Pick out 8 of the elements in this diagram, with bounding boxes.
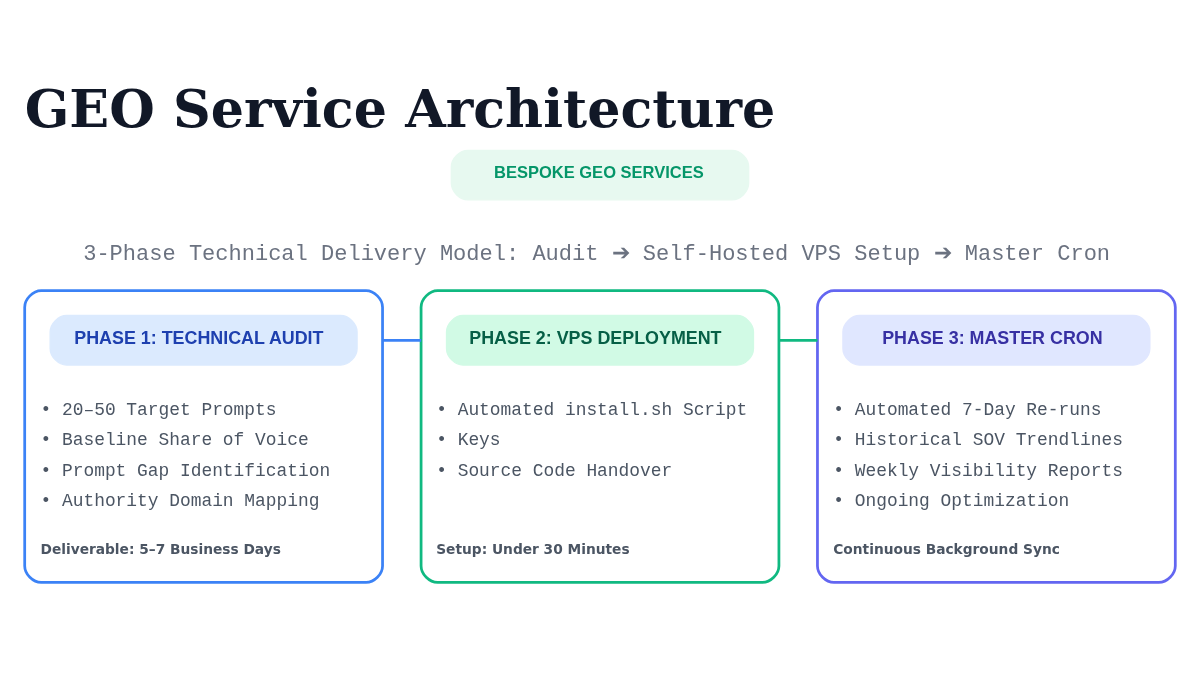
node-box: PHASE 1: TECHNICAL AUDIT bbox=[49, 314, 358, 366]
connector bbox=[778, 338, 818, 342]
node-box: PHASE 2: VPS DEPLOYMENT bbox=[445, 314, 755, 366]
node-box: BESPOKE GEO SERVICES bbox=[450, 149, 750, 201]
diagram-title: GEO Service Architecture bbox=[24, 78, 776, 140]
connector bbox=[382, 338, 422, 342]
node-box: PHASE 3: MASTER CRON bbox=[842, 314, 1151, 366]
label: 3-Phase Technical Delivery Model: Audit ➔ Self-Hosted VPS Setup ➔ Master Cron bbox=[83, 242, 1111, 268]
